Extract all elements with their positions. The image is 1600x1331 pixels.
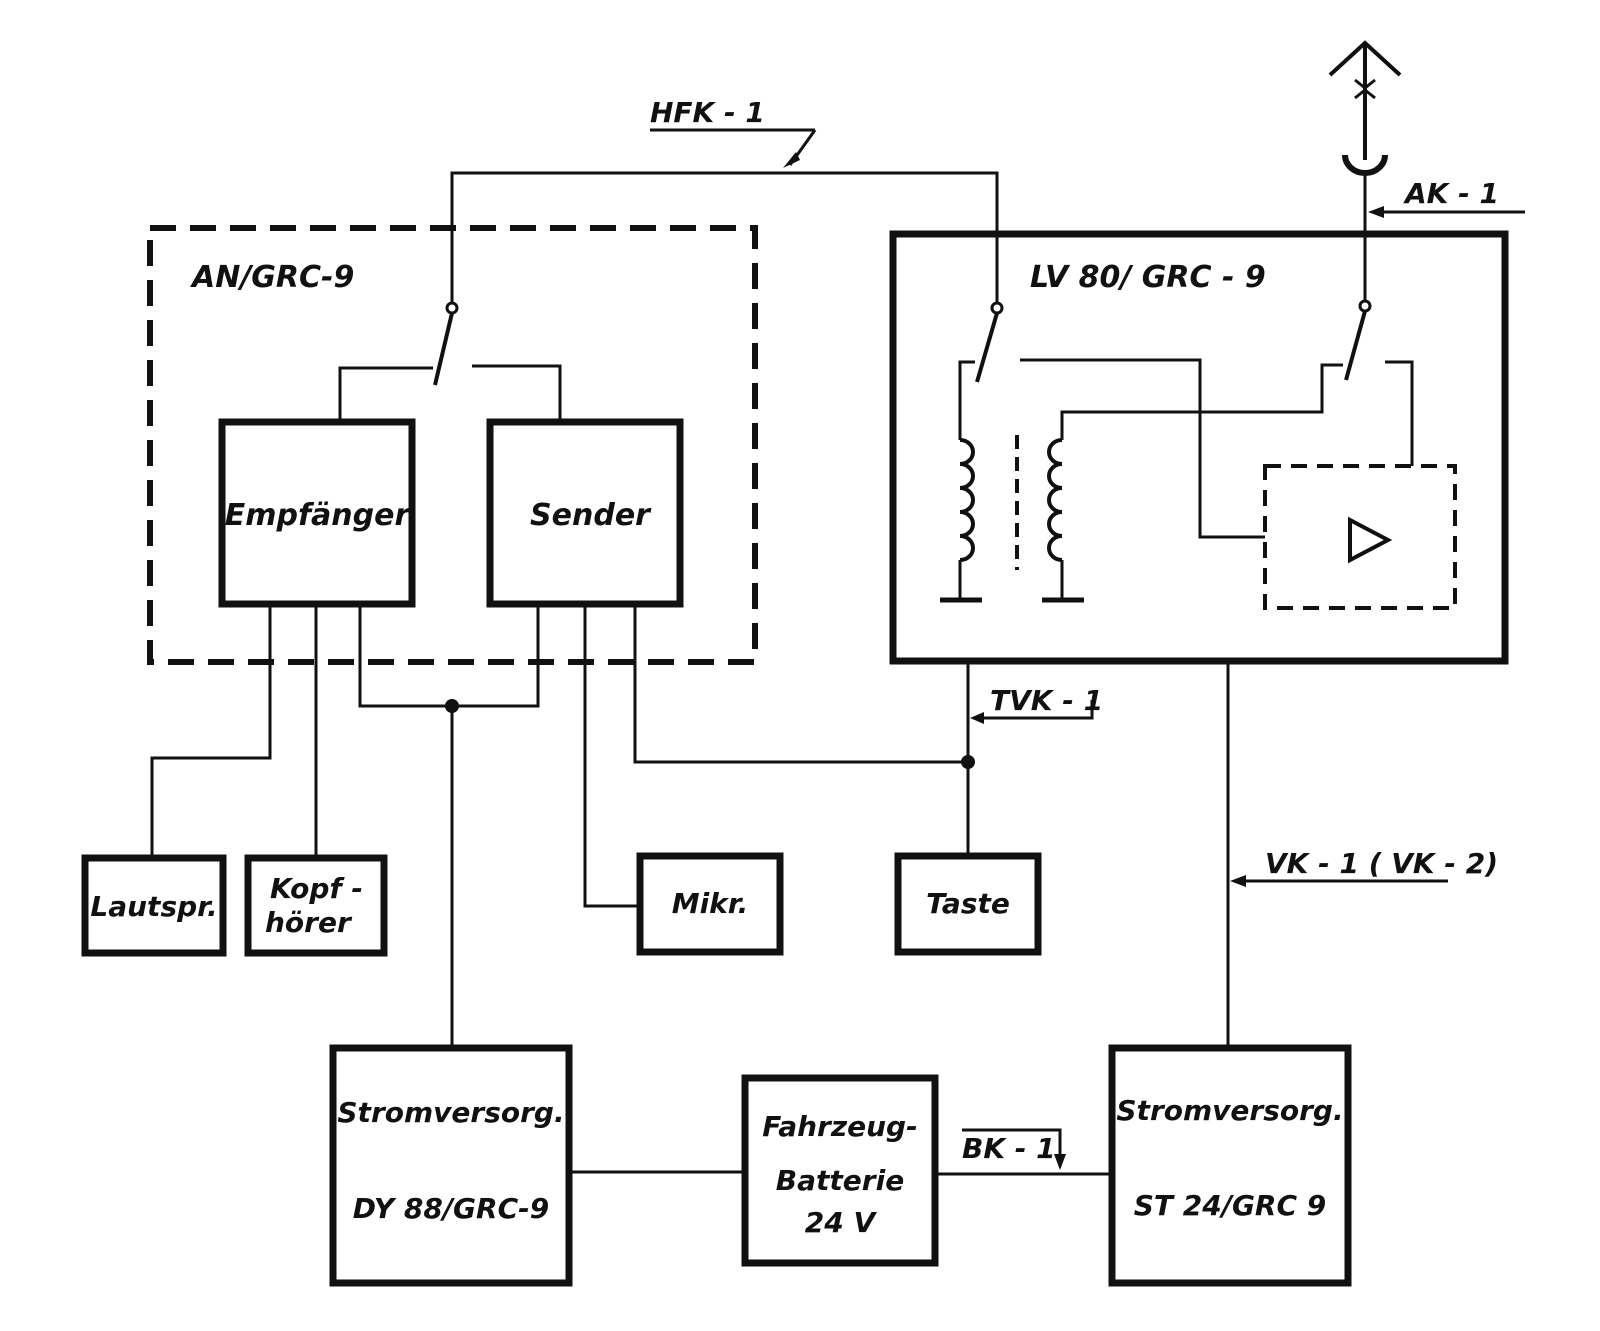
antenna-icon — [1328, 40, 1402, 301]
coil-icon — [959, 438, 975, 562]
vehicle-battery-line1: Fahrzeug- — [762, 1110, 917, 1143]
hfk1-cable: HFK - 1 — [450, 96, 999, 303]
switch-icon — [975, 301, 1004, 383]
vehicle-battery-line2: Batterie — [776, 1164, 904, 1197]
amplifier-triangle-icon — [1348, 516, 1393, 564]
headphone-box: Kopf - hörer — [244, 854, 388, 957]
morse-key-box: Taste — [894, 852, 1042, 956]
receiver-box: Empfänger — [218, 418, 416, 608]
transmitter-box: Sender — [486, 418, 684, 608]
power-supply-dy88-line1: Stromversorg. — [337, 1096, 564, 1129]
bk1-cable: BK - 1 — [962, 1128, 1066, 1170]
loudspeaker-box: Lautspr. — [81, 854, 227, 957]
ak1-cable: AK - 1 — [1368, 177, 1525, 218]
vehicle-battery-box: Fahrzeug- Batterie 24 V — [741, 1074, 939, 1267]
ak1-label: AK - 1 — [1403, 177, 1499, 210]
headphone-label-line2: hörer — [265, 906, 353, 939]
bk1-label: BK - 1 — [962, 1132, 1056, 1165]
receiver-label: Empfänger — [225, 498, 412, 533]
headphone-label-line1: Kopf - — [270, 872, 363, 905]
switch-icon — [1344, 299, 1372, 381]
vk1-cable: VK - 1 ( VK - 2) — [1230, 847, 1498, 887]
microphone-box: Mikr. — [636, 852, 784, 956]
power-supply-st24-box: Stromversorg. ST 24/GRC 9 — [1108, 1044, 1352, 1287]
lower-wiring — [150, 604, 1230, 1046]
power-supply-dy88-box: Stromversorg. DY 88/GRC-9 — [329, 1044, 573, 1287]
lv80-label: LV 80/ GRC - 9 — [1030, 260, 1266, 295]
loudspeaker-label: Lautspr. — [90, 890, 217, 923]
morse-key-label: Taste — [926, 887, 1010, 920]
coil-icon — [1047, 438, 1063, 562]
an-grc9-unit: AN/GRC-9 Empfänger Sender — [147, 225, 758, 665]
vk1-label: VK - 1 ( VK - 2) — [1265, 847, 1498, 880]
power-supply-st24-line1: Stromversorg. — [1116, 1094, 1343, 1127]
power-supply-dy88-line2: DY 88/GRC-9 — [353, 1192, 549, 1225]
hfk1-label: HFK - 1 — [650, 96, 765, 129]
power-supply-st24-line2: ST 24/GRC 9 — [1134, 1189, 1327, 1222]
microphone-label: Mikr. — [672, 887, 749, 920]
tvk1-label: TVK - 1 — [990, 684, 1103, 717]
vehicle-battery-line3: 24 V — [805, 1206, 878, 1239]
lv80-unit: LV 80/ GRC - 9 — [889, 230, 1509, 665]
tvk1-cable: TVK - 1 — [970, 684, 1103, 724]
transmitter-label: Sender — [530, 498, 652, 533]
an-grc9-label: AN/GRC-9 — [190, 260, 354, 295]
amplifier-block — [1263, 464, 1457, 610]
switch-icon — [433, 301, 459, 386]
